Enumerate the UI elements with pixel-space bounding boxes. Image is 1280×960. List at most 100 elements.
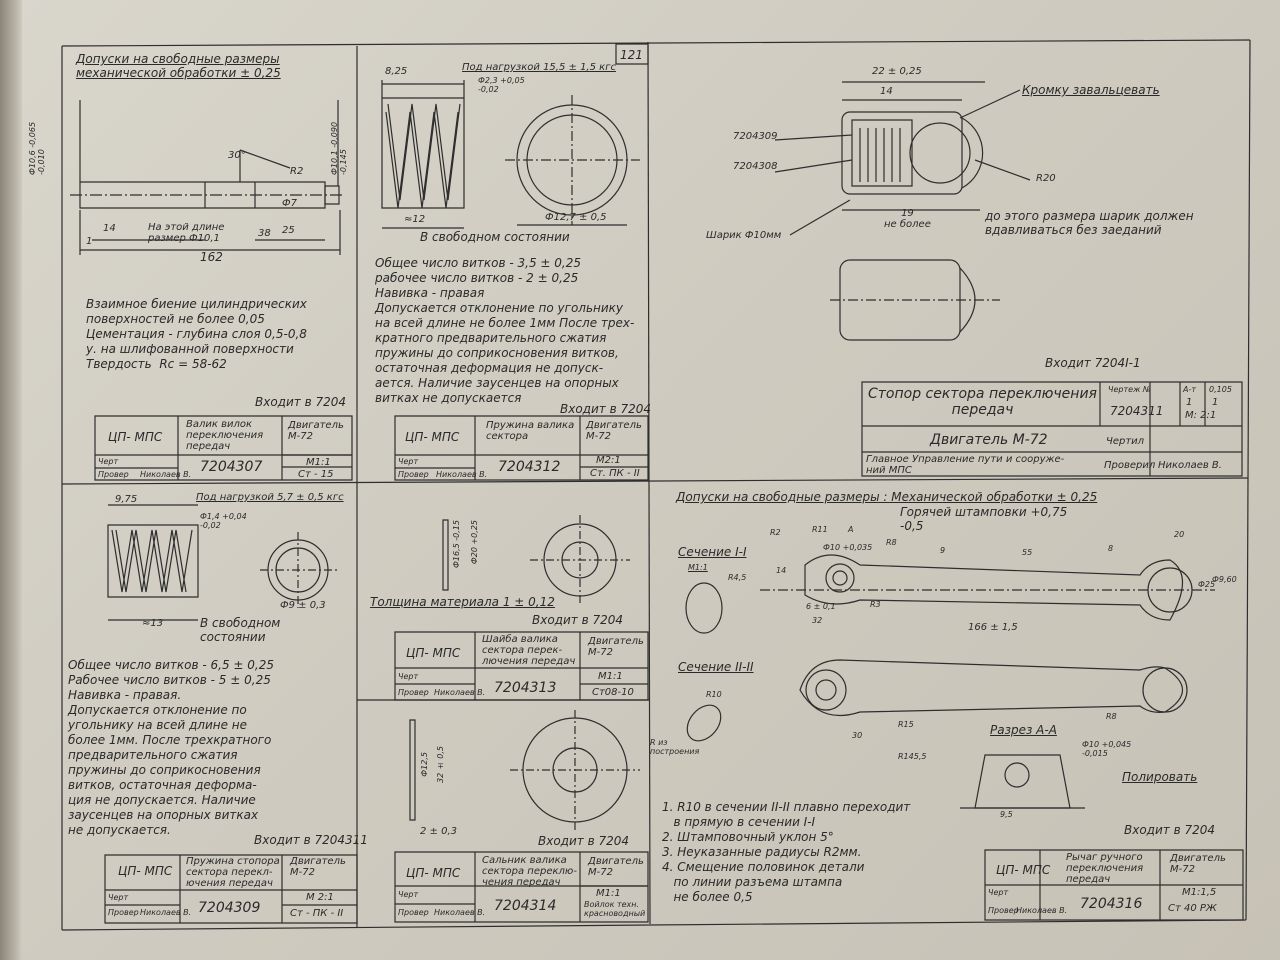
- tr-part-7204309: 7204309: [733, 131, 778, 142]
- tl-dim-1: 1: [86, 236, 93, 247]
- tl-enters: Входит в 7204: [255, 395, 347, 409]
- bl-dim-d9: Ф9 ± 0,3: [280, 600, 326, 611]
- tr-stamp-check-label: Проверил: [1104, 460, 1156, 471]
- bm-washer-enters: Входит в 7204: [532, 613, 624, 627]
- bl-dim-975: 9,75: [115, 494, 138, 505]
- br-dim-d10b: Ф10 +0,045 -0,015: [1082, 740, 1132, 758]
- bl-free-state: В свободном состоянии: [200, 616, 281, 644]
- tr-stamp-product: Двигатель М-72: [930, 432, 1048, 448]
- tl-tolerance-title: Допуски на свободные размеры механическо…: [76, 52, 281, 80]
- tm-stamp-name: Пружина валика сектора: [486, 420, 575, 442]
- bm-washer-thickness: Толщина материала 1 ± 0,12: [370, 595, 555, 609]
- tr-dim-r20: R20: [1036, 173, 1056, 184]
- br-dim-r1455: R145,5: [898, 752, 927, 761]
- lever-drawing: [680, 555, 1243, 920]
- tl-dim-r2: R2: [290, 166, 304, 177]
- bm-washer-stamp-row2: Провер: [398, 688, 429, 697]
- tl-length-note: На этой длине размер Ф10,1: [148, 222, 225, 244]
- tl-stamp-org: ЦП- МПС: [108, 430, 163, 444]
- tl-stamp-material: Ст - 15: [298, 469, 334, 480]
- bm-gland-enters: Входит в 7204: [538, 834, 630, 848]
- br-stamp-signer: Николаев В.: [1016, 906, 1068, 915]
- br-tolerance: Допуски на свободные размеры : Механичес…: [676, 490, 1098, 504]
- br-dim-6: 6 ± 0,1: [806, 602, 836, 611]
- tl-stamp-signer: Николаев В.: [140, 470, 192, 479]
- shaft-drawing: [70, 100, 345, 255]
- bl-dim-load: Под нагрузкой 5,7 ± 0,5 кгс: [196, 492, 344, 503]
- br-stamp-name: Рычаг ручного переключения передач: [1066, 852, 1144, 885]
- bl-stamp-org: ЦП- МПС: [118, 864, 173, 878]
- tm-notes: Общее число витков - 3,5 ± 0,25 рабочее …: [375, 256, 635, 405]
- tl-dim-162: 162: [200, 250, 223, 264]
- tr-dim-22: 22 ± 0,25: [872, 66, 922, 77]
- tm-free-state: В свободном состоянии: [420, 230, 570, 244]
- bm-gland-stamp-name: Сальник валика сектора переклю- чения пе…: [482, 855, 577, 888]
- br-stamp-scale: М1:1,5: [1182, 887, 1217, 898]
- sheet-number: 121: [620, 48, 643, 62]
- tr-stamp-count2: 1: [1212, 397, 1219, 408]
- tm-dim-wire: Ф2,3 +0,05 -0,02: [478, 76, 525, 94]
- tl-dim-d-right: Ф10,1 -0,090 -0,145: [330, 121, 348, 175]
- br-dim-a: А: [848, 525, 854, 534]
- bl-stamp-name: Пружина стопора сектора перекл- ючения п…: [186, 856, 280, 889]
- br-enters: Входит в 7204: [1124, 823, 1216, 837]
- br-section2: Сечение II-II: [678, 660, 754, 674]
- br-stamp-product: Двигатель М-72: [1170, 853, 1226, 875]
- br-dim-r10: R10: [706, 690, 722, 699]
- bl-stamp-row2: Провер: [108, 908, 139, 917]
- tm-dim-825: 8,25: [385, 66, 408, 77]
- tl-stamp-row1: Черт: [98, 457, 119, 466]
- tr-part-7204308: 7204308: [733, 161, 778, 172]
- lock-plunger-drawing: [775, 82, 1242, 476]
- tr-stamp-am: А-т: [1183, 385, 1197, 394]
- br-dim-r8b: R8: [1106, 712, 1117, 721]
- compression-spring-drawing: [108, 505, 340, 620]
- tr-edge-note: Кромку завальцевать: [1022, 83, 1160, 97]
- bl-notes: Общее число витков - 6,5 ± 0,25 Рабочее …: [68, 658, 275, 837]
- bm-washer-d1: Ф16,5 -0,15: [452, 520, 461, 568]
- br-polish-note: Полировать: [1122, 770, 1198, 784]
- br-section1: Сечение I-I: [678, 545, 747, 559]
- tl-stamp-scale: М1:1: [306, 457, 331, 468]
- bl-enters: Входит в 7204311: [254, 833, 368, 847]
- title-blocks: [95, 416, 648, 923]
- br-dim-d20b: Ф9,60: [1212, 575, 1237, 584]
- bl-stamp-code: 7204309: [198, 900, 261, 916]
- bl-stamp-row1: Черт: [108, 893, 129, 902]
- bm-gland-stamp-signer: Николаев В.: [434, 908, 486, 917]
- br-dim-d10: Ф10 +0,035: [823, 543, 873, 552]
- tl-stamp-row2: Провер: [98, 470, 129, 479]
- tr-stamp-draft-label: Чертил: [1106, 436, 1145, 447]
- tr-stamp-checker: Николаев В.: [1158, 460, 1222, 471]
- sheet-frames: [62, 40, 1250, 930]
- tr-dim-14: 14: [880, 86, 893, 97]
- tl-stamp-name: Валик вилок переключения передач: [186, 419, 264, 452]
- tr-stamp-drawing-label: Чертеж №: [1108, 385, 1152, 394]
- tr-enters: Входит 7204I-1: [1045, 356, 1141, 370]
- tr-press-note: до этого размера шарик должен вдавливать…: [985, 209, 1194, 237]
- bm-gland-stamp-scale: М1:1: [596, 888, 621, 899]
- br-tolerance2: Горячей штамповки +0,75 -0,5: [900, 505, 1068, 533]
- bm-washer-d2: Ф20 +0,25: [470, 520, 479, 565]
- tl-dim-38: 38: [258, 228, 271, 239]
- bm-gland-d2: 32 ± 0,5: [436, 746, 445, 783]
- tm-stamp-material: Ст. ПК - II: [590, 468, 640, 479]
- br-dim-32: 32: [812, 616, 823, 625]
- tm-stamp-scale: М2:1: [596, 455, 621, 466]
- br-dim-30: 30: [852, 731, 863, 740]
- bl-stamp-scale: М 2:1: [306, 892, 334, 903]
- tr-stamp-org: Главное Управление пути и сооруже- ний М…: [866, 454, 1065, 476]
- br-dim-20: 20: [1174, 530, 1185, 539]
- torsion-spring-drawing: [382, 80, 640, 228]
- tr-stamp-mass: 0,105: [1209, 385, 1232, 394]
- br-dim-14: 14: [776, 566, 787, 575]
- br-stamp-material: Ст 40 РЖ: [1168, 903, 1217, 914]
- bm-gland-stamp-row2: Провер: [398, 908, 429, 917]
- tl-dim-14: 14: [103, 223, 116, 234]
- tm-stamp-row1: Черт: [398, 457, 419, 466]
- bl-stamp-product: Двигатель М-72: [290, 856, 346, 878]
- bl-dim-wire: Ф1,4 +0,04 -0,02: [200, 512, 247, 530]
- br-dim-ral: R из построения: [650, 738, 700, 756]
- br-dim-r3: R3: [870, 600, 881, 609]
